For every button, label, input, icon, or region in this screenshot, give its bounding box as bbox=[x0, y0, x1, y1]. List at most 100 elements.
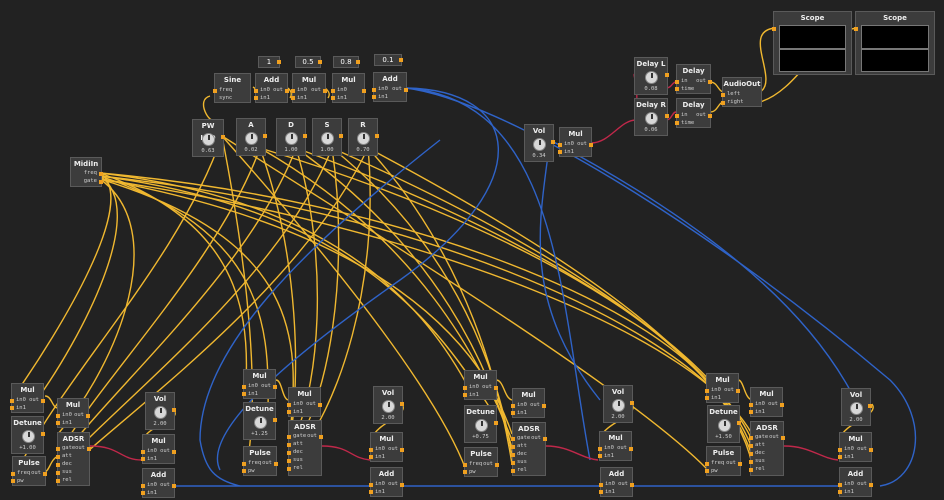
input-pin[interactable] bbox=[242, 469, 246, 473]
input-pin[interactable] bbox=[287, 443, 291, 447]
input-pin[interactable] bbox=[242, 385, 246, 389]
input-pin[interactable] bbox=[598, 454, 602, 458]
input-pin[interactable] bbox=[11, 472, 15, 476]
output-pin[interactable] bbox=[399, 58, 403, 62]
output-pin[interactable] bbox=[318, 60, 322, 64]
voice-add-node[interactable]: Add in0 in1 out bbox=[838, 467, 873, 497]
delay-l-knob-node[interactable]: Delay L 0.08 bbox=[634, 57, 669, 95]
delay-right-node[interactable]: Delay in time out bbox=[675, 98, 712, 128]
output-pin[interactable] bbox=[400, 483, 404, 487]
output-pin[interactable] bbox=[400, 402, 404, 406]
output-pin[interactable] bbox=[172, 408, 176, 412]
input-pin[interactable] bbox=[56, 471, 60, 475]
voice-add-node[interactable]: Add in0 in1 out bbox=[599, 467, 634, 497]
scope-node[interactable]: Scope bbox=[854, 11, 935, 75]
output-pin[interactable] bbox=[869, 448, 873, 452]
voice-pulse-node[interactable]: Pulse freq pw out bbox=[705, 446, 742, 476]
input-pin[interactable] bbox=[287, 410, 291, 414]
voice-detune-node[interactable]: Detune +1.25 bbox=[243, 402, 277, 440]
input-pin[interactable] bbox=[772, 27, 776, 31]
input-pin[interactable] bbox=[838, 483, 842, 487]
output-pin[interactable] bbox=[400, 448, 404, 452]
input-pin[interactable] bbox=[56, 455, 60, 459]
input-pin[interactable] bbox=[705, 462, 709, 466]
output-pin[interactable] bbox=[99, 172, 103, 176]
input-pin[interactable] bbox=[463, 470, 467, 474]
knob-control[interactable] bbox=[245, 132, 258, 145]
input-pin[interactable] bbox=[463, 386, 467, 390]
input-pin[interactable] bbox=[331, 89, 335, 93]
voice-mul3-node[interactable]: Mul in0 in1 out bbox=[598, 431, 633, 461]
output-pin[interactable] bbox=[86, 414, 90, 418]
input-pin[interactable] bbox=[599, 490, 603, 494]
output-pin[interactable] bbox=[99, 180, 103, 184]
input-pin[interactable] bbox=[10, 399, 14, 403]
knob-control[interactable] bbox=[645, 112, 658, 125]
input-pin[interactable] bbox=[372, 95, 376, 99]
input-pin[interactable] bbox=[511, 445, 515, 449]
output-pin[interactable] bbox=[708, 80, 712, 84]
input-pin[interactable] bbox=[721, 101, 725, 105]
input-pin[interactable] bbox=[11, 479, 15, 483]
add-node[interactable]: Add in0 in1 out bbox=[254, 73, 289, 103]
knob-control[interactable] bbox=[285, 132, 298, 145]
output-pin[interactable] bbox=[277, 60, 281, 64]
input-pin[interactable] bbox=[287, 403, 291, 407]
output-pin[interactable] bbox=[375, 134, 379, 138]
voice-detune-node[interactable]: Detune +1.50 bbox=[707, 405, 741, 443]
const-node[interactable]: 0.1 bbox=[374, 54, 403, 66]
output-pin[interactable] bbox=[318, 403, 322, 407]
output-pin[interactable] bbox=[87, 447, 91, 451]
add-node[interactable]: Add in0 in1 out bbox=[372, 72, 408, 102]
const-node[interactable]: 0.8 bbox=[333, 56, 360, 68]
input-pin[interactable] bbox=[56, 421, 60, 425]
const-node[interactable]: 1 bbox=[258, 56, 281, 68]
output-pin[interactable] bbox=[542, 404, 546, 408]
output-pin[interactable] bbox=[273, 418, 277, 422]
output-pin[interactable] bbox=[665, 114, 669, 118]
knob-control[interactable] bbox=[357, 132, 370, 145]
input-pin[interactable] bbox=[141, 457, 145, 461]
input-pin[interactable] bbox=[705, 396, 709, 400]
input-pin[interactable] bbox=[749, 468, 753, 472]
input-pin[interactable] bbox=[463, 463, 467, 467]
input-pin[interactable] bbox=[372, 88, 376, 92]
output-pin[interactable] bbox=[708, 114, 712, 118]
output-pin[interactable] bbox=[404, 88, 408, 92]
voice-adsr-node[interactable]: ADSR gate att dec sus rel out bbox=[287, 420, 323, 476]
voice-mul-node[interactable]: Mul in0 in1 out bbox=[463, 370, 498, 400]
input-pin[interactable] bbox=[56, 479, 60, 483]
sine-node[interactable]: Sine freq sync bbox=[213, 73, 251, 103]
output-pin[interactable] bbox=[274, 462, 278, 466]
voice-vol-node[interactable]: Vol 2.00 bbox=[145, 392, 176, 430]
voice-mul2-node[interactable]: Mul in0 in1 out bbox=[749, 387, 784, 417]
input-pin[interactable] bbox=[749, 410, 753, 414]
pw-lfo-node[interactable]: PW LFO 0.63 bbox=[192, 119, 225, 157]
output-pin[interactable] bbox=[43, 472, 47, 476]
output-pin[interactable] bbox=[41, 399, 45, 403]
voice-pulse-node[interactable]: Pulse freq pw out bbox=[242, 446, 278, 476]
input-pin[interactable] bbox=[56, 463, 60, 467]
output-pin[interactable] bbox=[869, 483, 873, 487]
voice-pulse-node[interactable]: Pulse freq pw out bbox=[11, 456, 47, 486]
input-pin[interactable] bbox=[287, 451, 291, 455]
output-pin[interactable] bbox=[319, 435, 323, 439]
input-pin[interactable] bbox=[242, 462, 246, 466]
audio-out-node[interactable]: AudioOut left right bbox=[721, 77, 762, 107]
output-pin[interactable] bbox=[738, 462, 742, 466]
output-pin[interactable] bbox=[630, 483, 634, 487]
knob-control[interactable] bbox=[533, 138, 546, 151]
input-pin[interactable] bbox=[291, 96, 295, 100]
output-pin[interactable] bbox=[285, 89, 289, 93]
sustain-node[interactable]: S 1.00 bbox=[312, 118, 343, 156]
output-pin[interactable] bbox=[362, 89, 366, 93]
voice-mul2-node[interactable]: Mul in0 in1 out bbox=[56, 398, 90, 428]
input-pin[interactable] bbox=[141, 450, 145, 454]
voice-detune-node[interactable]: Detune +0.75 bbox=[464, 405, 498, 443]
input-pin[interactable] bbox=[838, 490, 842, 494]
input-pin[interactable] bbox=[291, 89, 295, 93]
output-pin[interactable] bbox=[494, 421, 498, 425]
knob-control[interactable] bbox=[321, 132, 334, 145]
knob-control[interactable] bbox=[475, 419, 488, 432]
input-pin[interactable] bbox=[511, 411, 515, 415]
